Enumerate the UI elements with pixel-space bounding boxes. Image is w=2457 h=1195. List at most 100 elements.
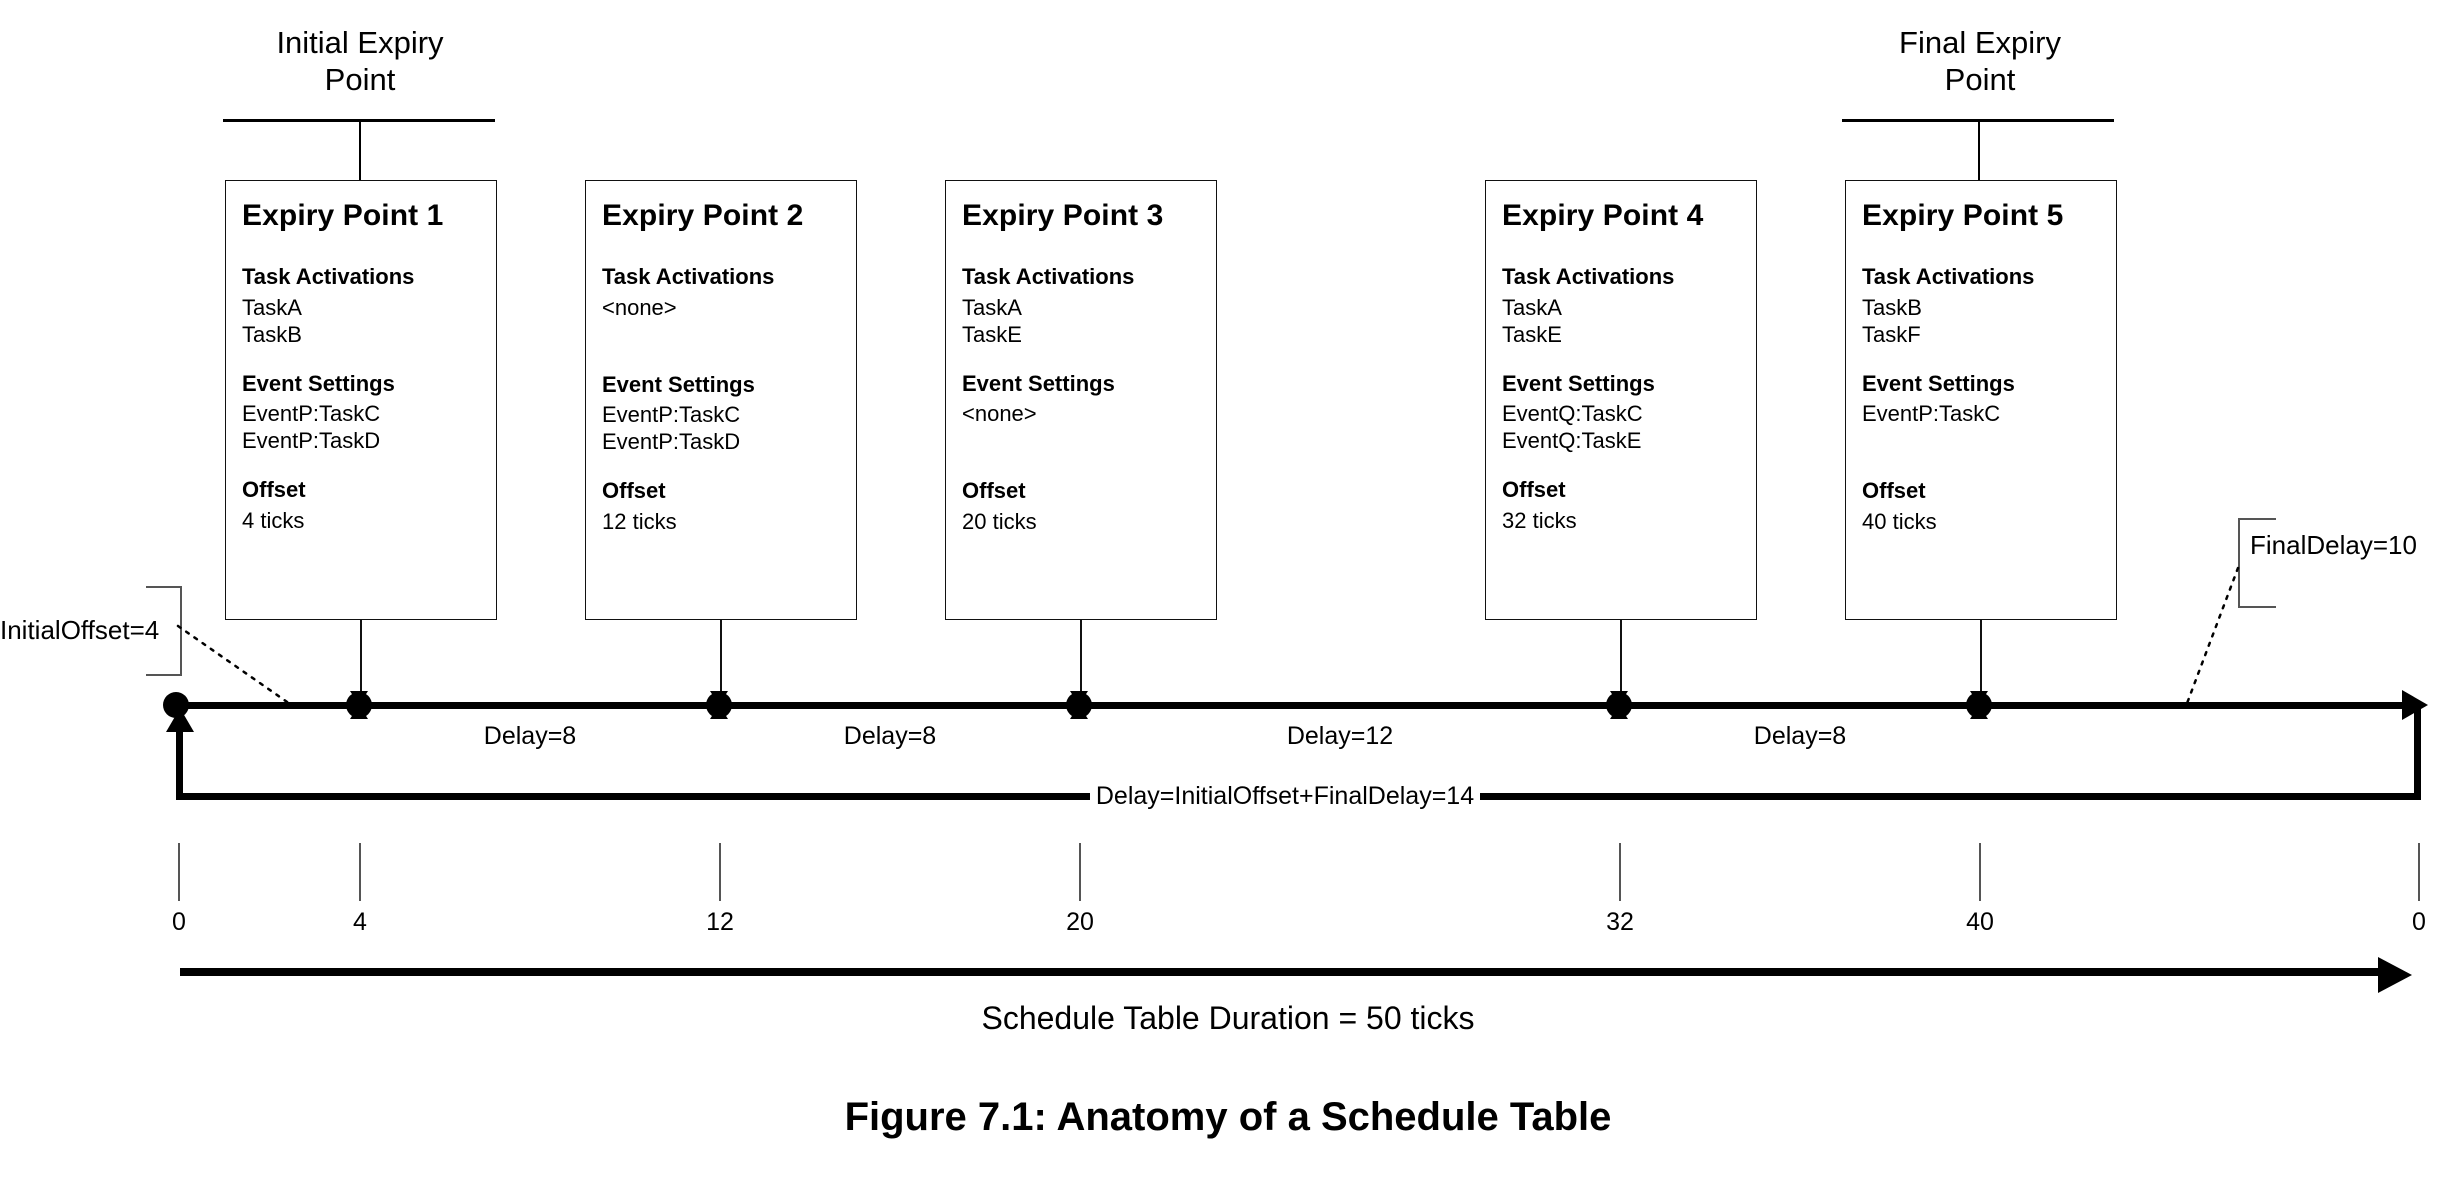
timeline-marker-dot-1	[346, 692, 372, 718]
expiry-point-box-5[interactable]: Expiry Point 5 Task Activations TaskB Ta…	[1845, 180, 2117, 620]
offset-section: Offset 12 ticks	[602, 477, 840, 535]
spacer	[962, 427, 1200, 455]
scale-tick-0	[178, 843, 180, 901]
offset-value: 12 ticks	[602, 508, 677, 534]
timeline-marker-dot-3	[1066, 692, 1092, 718]
event-item: EventP:TaskC	[1862, 401, 2001, 427]
scale-tick-40	[1979, 843, 1981, 901]
scale-label-12: 12	[706, 908, 734, 936]
duration-arrow-head-icon	[2378, 957, 2412, 993]
scale-label-32: 32	[1606, 908, 1634, 936]
duration-arrow-line	[180, 968, 2380, 976]
final-delay-bracket	[2238, 518, 2310, 608]
scale-label-0: 0	[172, 908, 186, 936]
spacer	[1862, 427, 2100, 455]
task-item: <none>	[602, 294, 677, 320]
wrap-delay-label-bg	[1090, 780, 1480, 814]
expiry-point-box-2[interactable]: Expiry Point 2 Task Activations <none> E…	[585, 180, 857, 620]
event-item: <none>	[962, 401, 1037, 427]
delay-label-4: Delay=8	[1753, 722, 1847, 750]
task-activations-section: Task Activations TaskA TaskE	[1502, 263, 1740, 348]
expiry-point-leg-3	[1080, 620, 1082, 705]
offset-value: 20 ticks	[962, 508, 1037, 534]
expiry-point-title: Expiry Point 2	[602, 199, 804, 232]
offset-heading: Offset	[242, 477, 306, 503]
wrap-loop-right-segment	[2414, 702, 2421, 800]
initial-offset-bracket	[110, 586, 182, 676]
event-settings-heading: Event Settings	[242, 370, 395, 396]
event-settings-section: Event Settings <none>	[962, 370, 1200, 456]
expiry-point-title: Expiry Point 5	[1862, 199, 2064, 232]
event-item: EventP:TaskC	[242, 401, 381, 427]
offset-value: 4 ticks	[242, 507, 305, 533]
offset-heading: Offset	[1862, 478, 1926, 504]
expiry-point-leg-4	[1620, 620, 1622, 705]
offset-heading: Offset	[1502, 477, 1566, 503]
task-activations-heading: Task Activations	[962, 264, 1135, 289]
offset-section: Offset 20 ticks	[962, 477, 1200, 535]
task-activations-section: Task Activations TaskB TaskF	[1862, 263, 2100, 348]
wrap-delay-label: Delay=InitialOffset+FinalDelay=14	[1095, 782, 1475, 810]
task-item: TaskE	[1502, 321, 1562, 347]
task-item: TaskA	[242, 294, 302, 320]
figure-caption: Figure 7.1: Anatomy of a Schedule Table	[844, 1095, 1612, 1139]
wrap-loop-left-segment	[176, 722, 183, 800]
scale-tick-32	[1619, 843, 1621, 901]
scale-tick-12	[719, 843, 721, 901]
timeline-axis	[176, 702, 2421, 709]
final-expiry-point-label: Final Expiry Point	[1899, 25, 2061, 97]
task-activations-section: Task Activations TaskA TaskB	[242, 263, 480, 348]
final-delay-note: FinalDelay=10	[2250, 530, 2417, 560]
event-item: EventP:TaskC	[602, 402, 741, 428]
event-item: EventQ:TaskE	[1502, 428, 1642, 454]
spacer	[602, 321, 840, 349]
expiry-point-leg-5	[1980, 620, 1982, 705]
offset-heading: Offset	[602, 478, 666, 504]
event-item: EventP:TaskD	[602, 429, 741, 455]
expiry-point-title: Expiry Point 1	[242, 199, 444, 232]
expiry-point-box-1[interactable]: Expiry Point 1 Task Activations TaskA Ta…	[225, 180, 497, 620]
offset-section: Offset 32 ticks	[1502, 476, 1740, 534]
event-settings-heading: Event Settings	[1862, 370, 2015, 396]
scale-label-40: 40	[1966, 908, 1994, 936]
event-settings-section: Event Settings EventP:TaskC EventP:TaskD	[242, 370, 480, 455]
event-settings-section: Event Settings EventP:TaskC EventP:TaskD	[602, 371, 840, 456]
task-activations-heading: Task Activations	[1862, 264, 2035, 289]
task-item: TaskE	[962, 321, 1022, 347]
event-settings-heading: Event Settings	[602, 371, 755, 397]
event-item: EventP:TaskD	[242, 428, 381, 454]
timeline-marker-dot-2	[706, 692, 732, 718]
expiry-point-title: Expiry Point 4	[1502, 199, 1704, 232]
expiry-point-box-3[interactable]: Expiry Point 3 Task Activations TaskA Ta…	[945, 180, 1217, 620]
scale-tick-50	[2418, 843, 2420, 901]
task-activations-section: Task Activations TaskA TaskE	[962, 263, 1200, 348]
delay-label-2: Delay=8	[843, 722, 937, 750]
initial-expiry-point-label: Initial Expiry Point	[276, 25, 444, 97]
offset-section: Offset 40 ticks	[1862, 477, 2100, 535]
scale-tick-20	[1079, 843, 1081, 901]
scale-label-50: 0	[2412, 908, 2426, 936]
task-item: TaskA	[1502, 294, 1562, 320]
task-activations-section: Task Activations <none>	[602, 263, 840, 349]
final-expiry-point-stem	[1978, 119, 1980, 187]
event-settings-section: Event Settings EventP:TaskC	[1862, 370, 2100, 456]
task-item: TaskB	[1862, 294, 1922, 320]
final-delay-leader-line	[2184, 566, 2240, 708]
scale-label-4: 4	[353, 908, 367, 936]
initial-offset-note: InitialOffset=4	[0, 615, 160, 645]
task-item: TaskB	[242, 321, 302, 347]
event-item: EventQ:TaskC	[1502, 401, 1643, 427]
task-item: TaskF	[1862, 321, 1921, 347]
task-item: TaskA	[962, 294, 1022, 320]
duration-label: Schedule Table Duration = 50 ticks	[981, 1000, 1475, 1036]
offset-value: 32 ticks	[1502, 507, 1577, 533]
timeline-marker-dot-4	[1606, 692, 1632, 718]
delay-label-1: Delay=8	[483, 722, 577, 750]
offset-section: Offset 4 ticks	[242, 476, 480, 534]
wrap-loop-arrow-icon	[166, 708, 194, 732]
initial-offset-leader-line	[176, 624, 292, 706]
expiry-point-box-4[interactable]: Expiry Point 4 Task Activations TaskA Ta…	[1485, 180, 1757, 620]
scale-tick-4	[359, 843, 361, 901]
expiry-point-leg-1	[360, 620, 362, 705]
